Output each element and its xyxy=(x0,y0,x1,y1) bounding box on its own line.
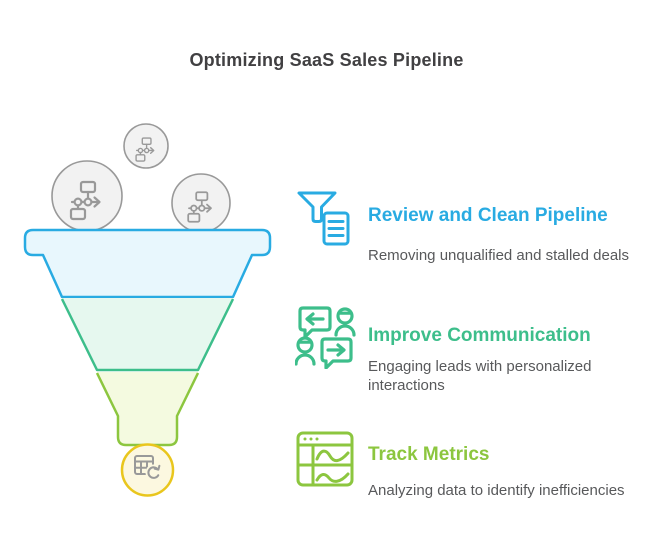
pipeline-funnel-graphic xyxy=(23,123,272,497)
chat-people-icon xyxy=(295,306,356,369)
item-description: Removing unqualified and stalled deals xyxy=(368,247,630,264)
page-title: Optimizing SaaS Sales Pipeline xyxy=(189,50,464,70)
funnel-output-circle xyxy=(120,443,175,497)
item-heading: Review and Clean Pipeline xyxy=(368,205,608,226)
lead-bubble-right xyxy=(171,173,231,233)
funnel-stage-bottom xyxy=(97,372,198,445)
lead-bubble-large xyxy=(51,160,123,232)
item-description: Analyzing data to identify inefficiencie… xyxy=(368,482,625,499)
funnel-document-icon xyxy=(297,191,350,246)
item-heading: Improve Communication xyxy=(368,325,591,346)
funnel-stage-middle xyxy=(62,298,233,370)
table-sync-icon xyxy=(134,455,162,481)
item-description: Engaging leads with personalized interac… xyxy=(368,358,592,394)
lead-bubble-small xyxy=(123,123,169,169)
metrics-window-icon xyxy=(296,431,354,487)
funnel-stage-top xyxy=(23,228,272,299)
item-heading: Track Metrics xyxy=(368,444,490,465)
funnel-stage-middle-outline xyxy=(60,298,235,372)
